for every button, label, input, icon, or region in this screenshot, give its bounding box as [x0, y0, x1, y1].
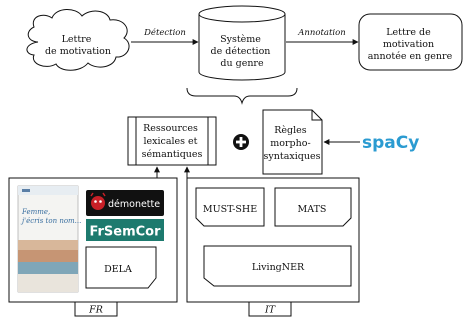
mats-label: MATS — [298, 204, 327, 215]
system-line: du genre — [220, 58, 264, 69]
demonette-label: démonette — [108, 199, 160, 210]
must-she-label: MUST-SHE — [203, 204, 257, 215]
dela-doc: DELA — [85, 246, 157, 289]
spacy-logo: spaCy — [362, 133, 419, 153]
frsemcor-logo: FrSemCor — [86, 219, 164, 241]
must-she-doc: MUST-SHE — [195, 187, 265, 227]
livingner-label: LivingNER — [252, 262, 305, 273]
system-brace — [186, 87, 298, 105]
fr-label-tab: FR — [74, 301, 118, 317]
output-line: Lettre de — [386, 27, 431, 38]
resources-line: lexicales et — [143, 136, 197, 147]
livingner-doc: LivingNER — [203, 245, 352, 287]
resources-line: sémantiques — [142, 149, 203, 160]
rules-label: Règles morpho- syntaxiques — [264, 125, 321, 162]
mats-doc: MATS — [274, 187, 352, 227]
system-label: Système de détection du genre — [211, 34, 274, 69]
rules-line: Règles — [274, 125, 307, 136]
input-letter-label: Lettre de motivation — [45, 34, 111, 57]
lexical-resources-box: Ressources lexicales et sémantiques — [127, 116, 217, 166]
book-cover-image: Femme, j'écris ton nom... — [17, 185, 81, 293]
detection-label: Détection — [143, 27, 186, 38]
book-title-line: Femme, — [21, 208, 50, 216]
system-line: Système — [220, 34, 261, 45]
rules-line: syntaxiques — [264, 151, 321, 162]
demonette-logo: démonette — [86, 190, 164, 216]
it-label-tab: IT — [248, 301, 292, 317]
morphosyntactic-rules-doc: Règles morpho- syntaxiques — [262, 109, 323, 175]
input-line: Lettre — [62, 34, 92, 45]
resources-line: Ressources — [143, 123, 198, 134]
output-line: motivation — [383, 39, 434, 50]
output-label: Lettre de motivation annotée en genre — [368, 27, 453, 62]
system-line: de détection — [211, 46, 271, 57]
fr-panel: Femme, j'écris ton nom... démonette FrSe… — [8, 177, 178, 303]
output-letter-box: Lettre de motivation annotée en genre — [358, 13, 463, 71]
plus-icon — [233, 134, 249, 150]
annotation-label: Annotation — [297, 28, 345, 38]
dela-label: DELA — [104, 264, 132, 275]
rules-line: morpho- — [270, 138, 310, 149]
input-line: de motivation — [45, 46, 111, 57]
resources-label: Ressources lexicales et sémantiques — [142, 123, 203, 160]
frsemcor-label: FrSemCor — [89, 225, 161, 240]
detection-system-cylinder: Système de détection du genre — [198, 5, 286, 81]
input-letter-cloud: Lettre de motivation — [26, 9, 130, 71]
book-title-line: j'écris ton nom... — [20, 217, 81, 225]
it-panel: MUST-SHE MATS LivingNER — [186, 177, 360, 303]
output-line: annotée en genre — [368, 51, 453, 62]
it-label: IT — [264, 305, 276, 316]
fr-label: FR — [88, 305, 103, 316]
